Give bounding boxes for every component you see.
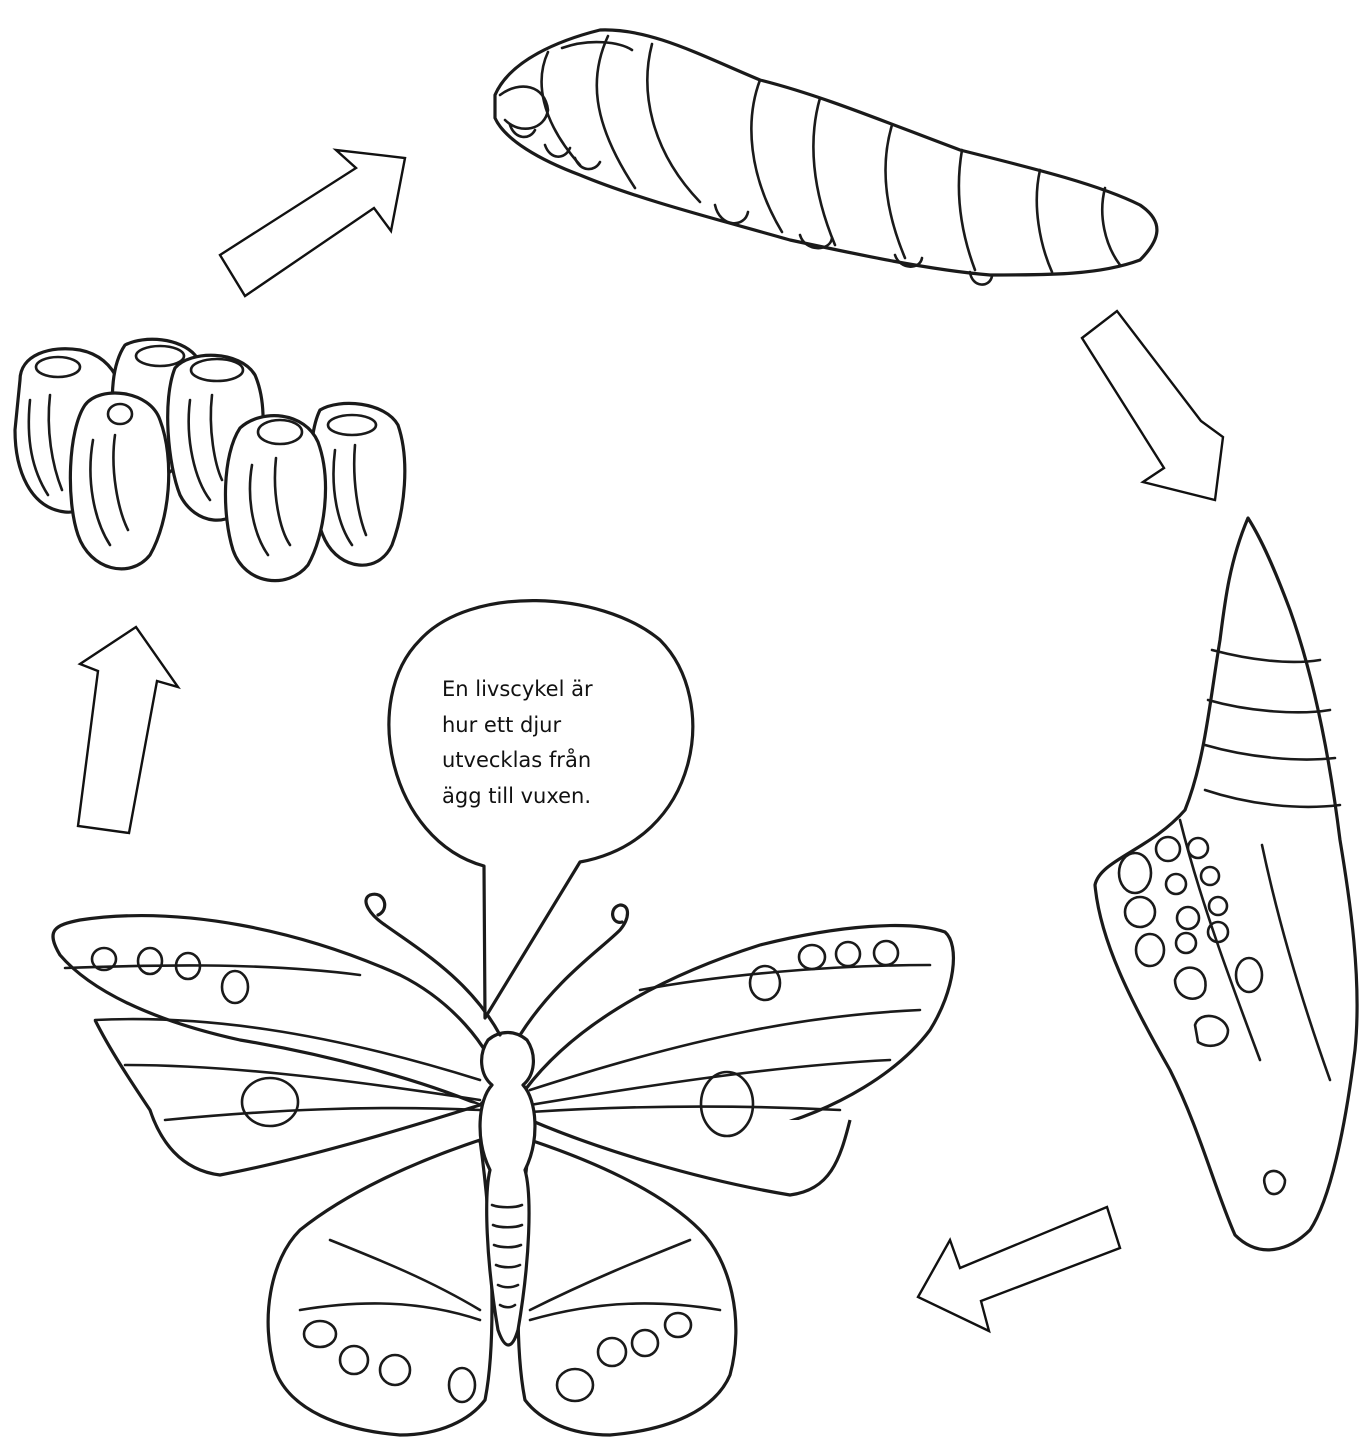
caterpillar-icon (495, 30, 1157, 285)
egg (70, 393, 168, 569)
arrow-egg-to-caterpillar (220, 150, 405, 296)
arrow-pupa-to-butterfly (918, 1207, 1120, 1331)
arrow-caterpillar-to-pupa (1082, 311, 1223, 500)
speech-bubble-text: En livscykel är hur ett djur utvecklas f… (442, 672, 652, 828)
chrysalis-icon (1095, 518, 1357, 1250)
arrow-butterfly-to-egg (78, 627, 178, 833)
egg (225, 416, 325, 581)
egg-cluster-icon (15, 339, 405, 580)
